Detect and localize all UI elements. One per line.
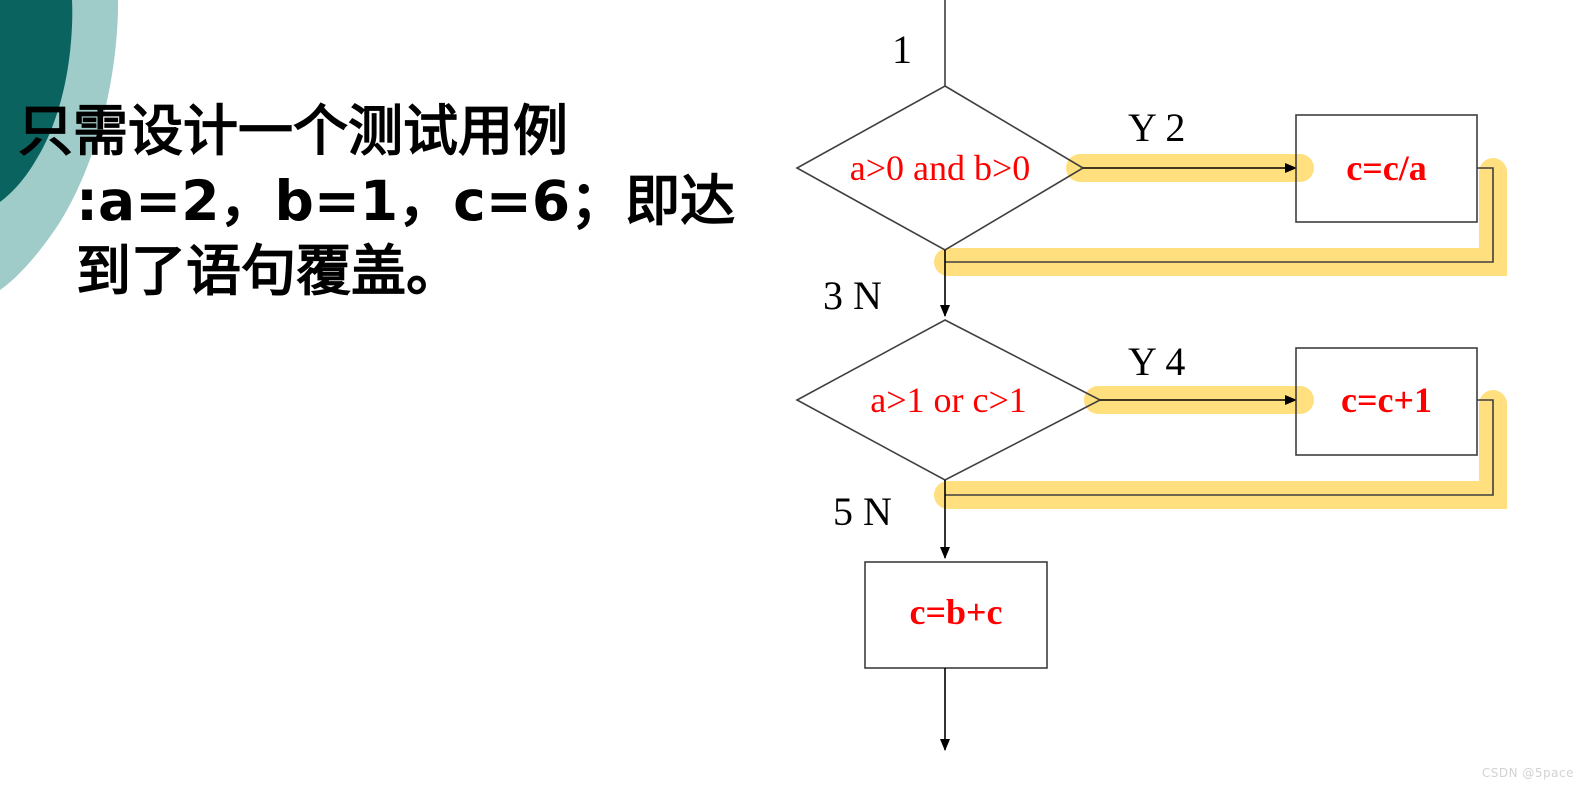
branch-label-n5: 5 N [833,489,892,534]
csdn-watermark: CSDN @5pace [1481,766,1574,780]
flowchart-graphics [795,0,1507,751]
flow-lines [795,0,1494,751]
flowchart: a>0 and b>0 c=c/a a>1 or c>1 c=c+1 c=b+c… [780,0,1584,786]
process-3-label: c=b+c [909,592,1003,632]
step-label-1: 1 [892,27,912,72]
process-2-label: c=c+1 [1341,380,1432,420]
body-text-line-2: :a=2，b=1，c=6；即达 [76,169,736,233]
process-3-shape [864,561,1048,669]
decision-2-label: a>1 or c>1 [870,380,1027,420]
branch-label-y4: Y 4 [1128,339,1186,384]
slide-body-text: 只需设计一个测试用例 :a=2，b=1，c=6；即达 到了语句覆盖。 [0,96,760,306]
decision-1-label: a>0 and b>0 [849,148,1031,188]
branch-label-n3: 3 N [823,273,882,318]
body-text-line-3: 到了语句覆盖。 [76,239,462,303]
highlight-path-group [934,154,1507,509]
branch-label-y2: Y 2 [1128,105,1186,150]
process-1-label: c=c/a [1346,148,1427,188]
process-2-shape [1295,347,1478,456]
body-text-line-1: 只需设计一个测试用例 [18,99,569,163]
